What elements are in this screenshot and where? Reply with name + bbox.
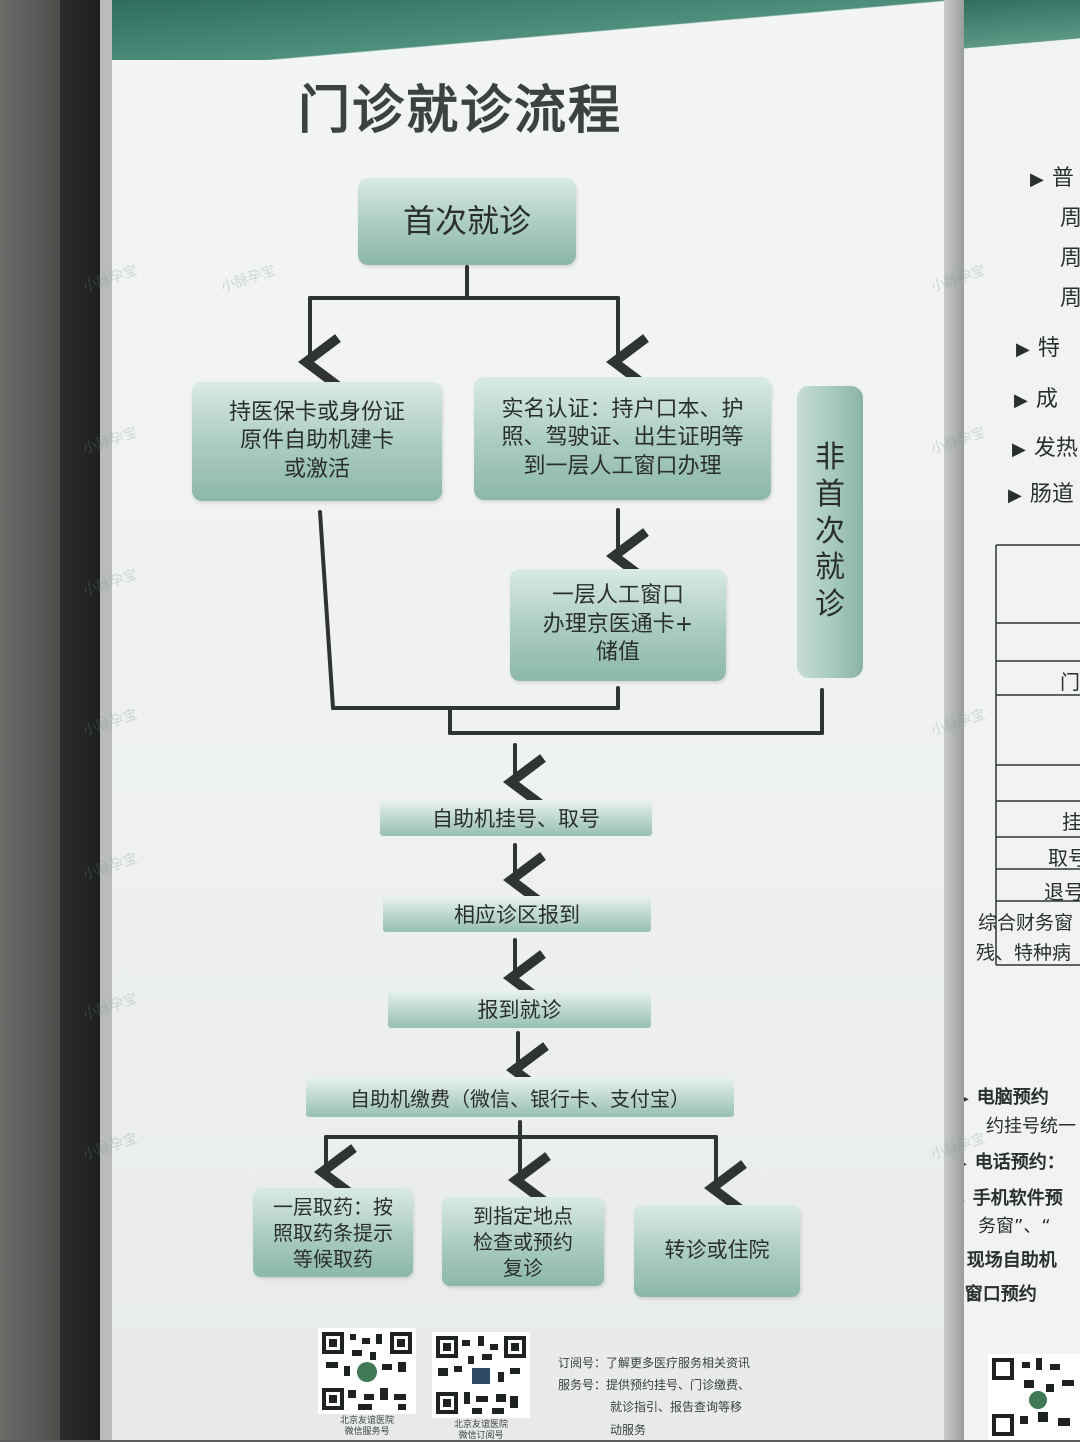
right-bottom-item: ▶电话预约： (964, 1148, 1065, 1174)
triangle-bullet-icon: ▶ (964, 1192, 965, 1208)
qr-caption-service: 北京友谊医院 微信服务号 (339, 1416, 394, 1437)
option-manual-window: 一层人工窗口 办理京医通卡+ 储值 (510, 569, 726, 681)
right-bullet: ▶成 (1014, 387, 1058, 412)
step-payment: 自助机缴费（微信、银行卡、支付宝） (306, 1077, 734, 1117)
frame-dark (60, 0, 102, 1440)
frame-edge (100, 0, 114, 1440)
outcome-pharmacy: 一层取药：按 照取药条提示 等候取药 (253, 1188, 413, 1277)
triangle-bullet-icon: ▶ (964, 1156, 967, 1172)
wall-left (0, 0, 60, 1440)
right-top-item: ▶普 (1030, 166, 1074, 191)
qr-code-subscription (432, 1332, 530, 1418)
option-real-name-auth: 实名认证：持户口本、护 照、驾驶证、出生证明等 到一层人工窗口办理 (474, 377, 771, 500)
right-top-line: 周 (1060, 286, 1080, 311)
footer-info: 订阅号：了解更多医疗服务相关资讯 服务号：提供预约挂号、门诊缴费、 就诊指引、报… (558, 1352, 750, 1441)
qr-caption-subscription: 北京友谊医院 微信订阅号 (453, 1420, 508, 1441)
service-line-3: 动服务 (610, 1422, 647, 1437)
qr-code-right (988, 1354, 1080, 1440)
adjacent-poster-header (964, 0, 1080, 70)
right-bullet: ▶肠道 (1008, 482, 1074, 507)
right-bullet: ▶特 (1016, 336, 1060, 361)
triangle-bullet-icon: ▶ (964, 1091, 969, 1107)
poster-header-band (112, 0, 944, 60)
start-first-visit: 首次就诊 (358, 178, 576, 265)
triangle-bullet-icon: ▶ (1016, 339, 1030, 360)
table-cell: 取号 (1048, 846, 1080, 870)
adjacent-poster: ▶普 周 周 周 ▶特 ▶成 ▶发热 ▶肠道 门 挂 取号 退号 综合财务窗 残… (964, 0, 1080, 1440)
frame-right (944, 0, 964, 1440)
right-bottom-item: ▶手机软件预 (964, 1184, 1063, 1210)
triangle-bullet-icon: ▶ (1012, 439, 1026, 460)
step-checkin: 相应诊区报到 (383, 896, 651, 932)
right-top-line: 周 (1060, 206, 1080, 231)
option-insurance-card: 持医保卡或身份证 原件自助机建卡 或激活 (192, 382, 442, 501)
subscription-line: 订阅号：了解更多医疗服务相关资讯 (558, 1356, 751, 1370)
table-note: 综合财务窗 (978, 912, 1074, 934)
poster-title: 门诊就诊流程 (297, 80, 622, 141)
triangle-bullet-icon: ▶ (1030, 169, 1044, 190)
triangle-bullet-icon: ▶ (1014, 390, 1028, 411)
step-register: 自助机挂号、取号 (380, 800, 652, 836)
service-line: 服务号：提供预约挂号、门诊缴费、 (558, 1378, 751, 1393)
right-bottom-line: 务窗”、“ (978, 1216, 1051, 1237)
outcome-exam: 到指定地点 检查或预约 复诊 (442, 1197, 604, 1286)
right-bottom-item: ▶电脑预约 (964, 1083, 1049, 1109)
table-cell: 退号 (1044, 880, 1080, 904)
triangle-bullet-icon: ▶ (1008, 485, 1022, 506)
right-bullet: ▶发热 (1012, 436, 1078, 461)
qr-code-service (318, 1328, 416, 1414)
outcome-transfer: 转诊或住院 (634, 1205, 800, 1297)
table-cell: 门 (1060, 670, 1080, 694)
service-line-2: 就诊指引、报告查询等移 (610, 1400, 743, 1415)
right-top-line: 周 (1060, 246, 1080, 271)
right-bottom-line: 约挂号统一 (986, 1116, 1076, 1137)
right-table-grid (995, 544, 1080, 966)
right-bottom-item: ▶窗口预约 (964, 1284, 1037, 1305)
table-cell: 挂 (1062, 810, 1080, 834)
table-note: 残、特种病 (976, 942, 1072, 964)
step-consult: 报到就诊 (388, 990, 651, 1028)
right-bottom-item: ▶现场自助机 (966, 1250, 1057, 1271)
non-first-visit: 非 首 次 就 诊 (797, 386, 863, 678)
